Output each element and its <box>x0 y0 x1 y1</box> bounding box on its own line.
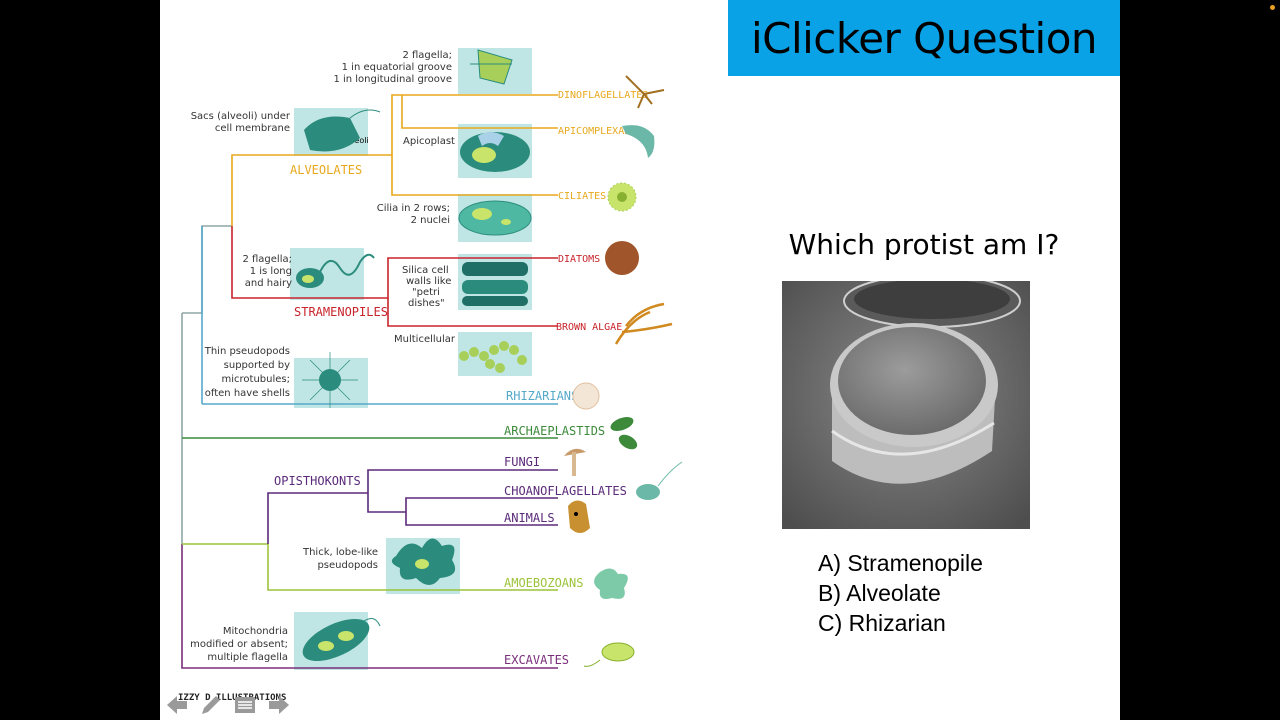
organism-illustrations <box>296 49 683 667</box>
leaf-label-choanoflagellates: CHOANOFLAGELLATES <box>504 484 627 498</box>
leaf-label-brown-algae: BROWN ALGAE <box>556 322 622 333</box>
note-str-1: 2 flagella; <box>242 254 292 265</box>
note-sil-2: walls like <box>406 276 451 287</box>
answer-choice-b: B) Alveolate <box>818 580 941 606</box>
multicellular-alga-illustration <box>459 341 527 373</box>
slide-title: iClicker Question <box>750 13 1098 63</box>
arrow-left-icon[interactable] <box>164 692 190 718</box>
arrow-right-icon[interactable] <box>266 692 292 718</box>
leaf-label-animals: ANIMALS <box>504 511 555 525</box>
apicomplexan-sporozoite-illustration <box>622 125 655 158</box>
animal-dog-illustration <box>568 500 590 533</box>
note-apicoplast: Apicoplast <box>403 136 455 147</box>
note-dino-3: 1 in longitudinal groove <box>333 74 452 85</box>
leaf-label-diatoms: DIATOMS <box>558 254 600 265</box>
note-rhiz-3: microtubules; <box>222 374 290 385</box>
illustration-credit: IZZY D ILLUSTRATIONS <box>178 693 286 703</box>
answer-choice-a: A) Stramenopile <box>818 550 983 576</box>
title-banner: iClicker Question <box>728 0 1120 76</box>
note-alv-1: Sacs (alveoli) under <box>191 111 291 122</box>
rhizarian-cell-illustration <box>302 352 358 408</box>
note-cil-2: 2 nuclei <box>411 215 450 226</box>
diatom-shell-illustration <box>605 241 639 275</box>
note-sil-1: Silica cell <box>402 265 449 276</box>
alveolate-cell-illustration <box>304 109 381 152</box>
note-str-2: 1 is long <box>250 266 292 277</box>
note-alv-2: cell membrane <box>215 123 290 134</box>
leaf-label-amoebozoans: AMOEBOZOANS <box>504 576 583 590</box>
note-sil-3: "petri <box>412 287 440 298</box>
note-exc-1: Mitochondria <box>223 626 288 637</box>
apicomplexan-cell-illustration <box>460 132 530 172</box>
leaf-label-excavates: EXCAVATES <box>504 653 569 667</box>
status-dot <box>1270 5 1275 10</box>
question-text: Which protist am I? <box>788 228 1060 261</box>
leaf-label-apicomplexan: APICOMPLEXAN <box>558 126 630 137</box>
fungi-mushroom-illustration <box>564 448 586 476</box>
note-cil-1: Cilia in 2 rows; <box>377 203 450 214</box>
answer-choices: A) Stramenopile B) Alveolate C) Rhizaria… <box>818 548 983 638</box>
pen-icon[interactable] <box>198 692 224 718</box>
note-rhiz-4: often have shells <box>205 388 290 399</box>
excavate-cell-illustration <box>302 618 381 662</box>
leaf-label-rhizarians: RHIZARIANS <box>506 389 578 403</box>
note-exc-3: multiple flagella <box>207 652 288 663</box>
slide: ALVEOLATES STRAMENOPILES OPISTHOKONTS DI… <box>160 0 1120 720</box>
diatom-cell-illustration <box>462 262 528 306</box>
diatom-micrograph-image <box>782 281 1030 529</box>
menu-icon[interactable] <box>232 692 258 718</box>
stramenopile-cell-illustration <box>296 253 375 288</box>
leaf-label-fungi: FUNGI <box>504 455 540 469</box>
amoeba-small-illustration <box>594 568 628 599</box>
protist-phylogeny-figure: ALVEOLATES STRAMENOPILES OPISTHOKONTS DI… <box>178 48 683 703</box>
brown-algae-illustration <box>614 302 673 345</box>
slideshow-controls <box>164 692 292 718</box>
group-label-opisthokonts: OPISTHOKONTS <box>274 474 361 488</box>
note-str-3: and hairy <box>245 278 292 289</box>
ciliate-cell-illustration <box>458 200 532 236</box>
note-dino-2: 1 in equatorial groove <box>342 62 452 73</box>
dinoflagellate-illustration <box>470 49 513 85</box>
note-multicellular: Multicellular <box>394 334 456 345</box>
note-dino-1: 2 flagella; <box>402 50 452 61</box>
tree-branches <box>181 94 558 669</box>
ciliate-round-illustration <box>607 182 637 212</box>
group-label-stramenopiles: STRAMENOPILES <box>294 305 388 319</box>
note-exc-2: modified or absent; <box>190 639 288 650</box>
note-sil-4: dishes" <box>408 298 445 309</box>
note-amoe-2: pseudopods <box>317 560 378 571</box>
note-rhiz-2: supported by <box>224 360 290 371</box>
choanoflagellate-illustration <box>636 461 683 500</box>
answer-choice-c: C) Rhizarian <box>818 610 946 636</box>
dino-spine-illustration <box>625 75 665 109</box>
leaf-label-dinoflagellates: DINOFLAGELLATES <box>558 90 648 101</box>
group-label-alveolates: ALVEOLATES <box>290 163 362 177</box>
leaf-label-archaeplastids: ARCHAEPLASTIDS <box>504 424 605 438</box>
excavate-small-illustration <box>583 642 635 667</box>
amoeba-illustration <box>391 538 456 585</box>
leaf-label-ciliates: CILIATES <box>558 191 606 202</box>
note-amoe-1: Thick, lobe-like <box>302 547 378 558</box>
archaeplastid-leaf-illustration <box>610 417 638 450</box>
note-rhiz-1: Thin pseudopods <box>204 346 290 357</box>
rhizarian-shell-illustration <box>572 382 600 410</box>
